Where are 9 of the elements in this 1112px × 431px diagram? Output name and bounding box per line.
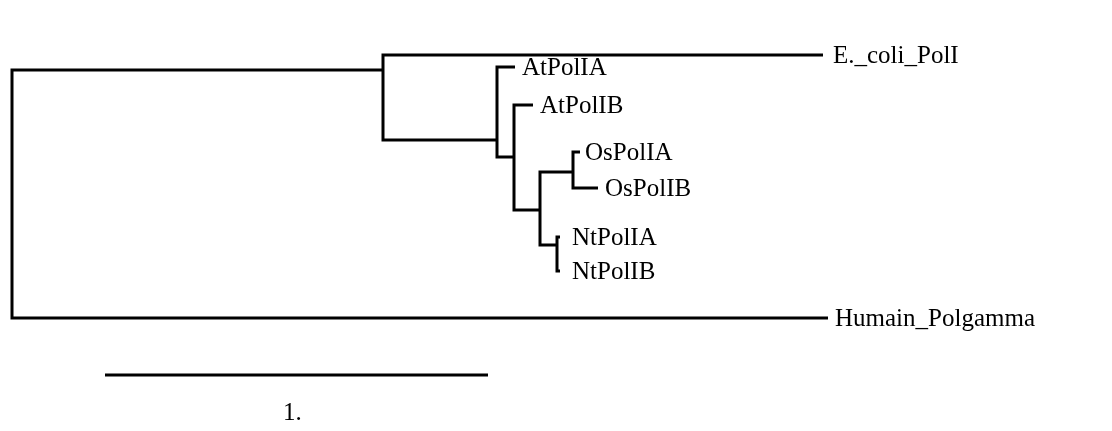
leaf-label: AtPolIA bbox=[522, 53, 607, 81]
leaf-label: NtPolIA bbox=[572, 223, 657, 251]
leaf-label: NtPolIB bbox=[572, 257, 656, 285]
leaf-label: OsPolIA bbox=[585, 138, 673, 166]
leaf-label: OsPolIB bbox=[605, 174, 692, 202]
leaf-label: E._coli_PolI bbox=[833, 41, 959, 69]
leaf-label: Humain_Polgamma bbox=[835, 304, 1035, 332]
scale-label: 1. bbox=[283, 398, 302, 426]
leaf-label: AtPolIB bbox=[540, 91, 624, 119]
